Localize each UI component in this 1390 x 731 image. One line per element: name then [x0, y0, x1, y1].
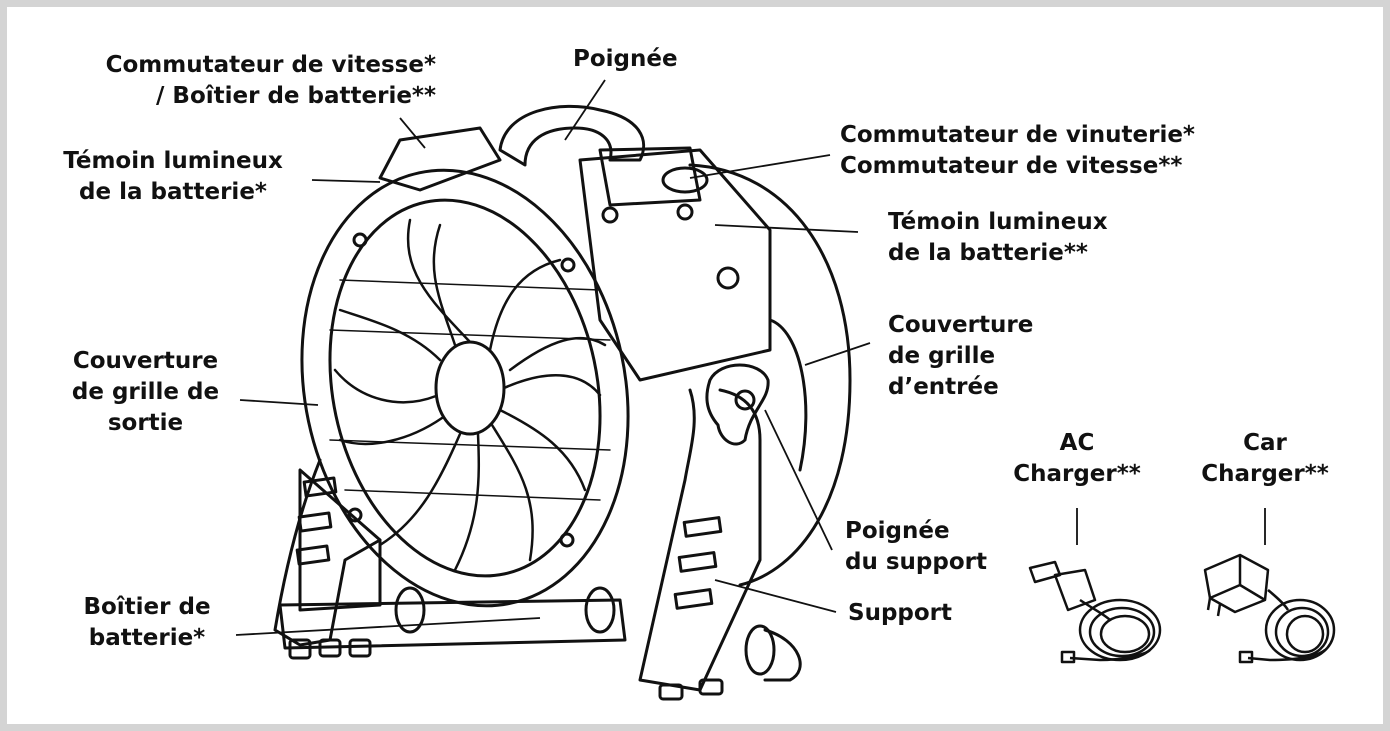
car-charger-icon	[1028, 560, 1162, 664]
label-line: / Boîtier de batterie**	[156, 83, 436, 109]
label-battery-indicator-left: Témoin lumineux de la batterie*	[48, 146, 298, 208]
label-line: Charger**	[1201, 461, 1329, 487]
front-ring-inner	[328, 198, 602, 578]
label-battery-indicator-right: Témoin lumineux de la batterie**	[888, 207, 1108, 269]
label-line: Poignée	[845, 518, 950, 544]
label-line: Commutateur de vitesse**	[840, 153, 1183, 179]
housing-block	[578, 148, 772, 382]
label-line: d’entrée	[888, 374, 999, 400]
label-line: Commutateur de vinuterie*	[840, 122, 1195, 148]
label-line: de grille de	[71, 379, 220, 405]
leader-battery-box	[235, 617, 541, 636]
label-ac-charger: AC Charger**	[997, 428, 1157, 490]
label-line: Témoin lumineux	[63, 148, 283, 174]
label-car-charger: Car Charger**	[1185, 428, 1345, 490]
leader-battery-indicator-right	[714, 224, 859, 233]
label-line: de la batterie**	[888, 240, 1088, 266]
label-line: Couverture	[72, 348, 219, 374]
label-outlet-grille: Couverture de grille de sortie	[58, 346, 233, 439]
leader-stand-handle	[764, 409, 833, 551]
label-line: Témoin lumineux	[888, 209, 1108, 235]
label-line: du support	[845, 549, 987, 575]
ac-adapter-icon	[1203, 553, 1336, 664]
stand-knob	[705, 363, 770, 446]
leader-handle	[564, 79, 606, 141]
leader-speed-switch	[399, 117, 426, 149]
label-line: Charger**	[1013, 461, 1141, 487]
battery-box-top	[378, 126, 502, 192]
label-line: de grille	[888, 343, 996, 369]
label-stand-handle: Poignée du support	[845, 516, 987, 578]
label-mist-switch: Commutateur de vinuterie* Commutateur de…	[840, 120, 1195, 182]
label-battery-box-bottom: Boîtier de batterie*	[62, 592, 232, 654]
leader-battery-indicator-left	[311, 179, 381, 183]
front-ring-outer	[300, 168, 630, 608]
fan-hub	[434, 340, 506, 436]
leader-stand	[714, 579, 837, 613]
label-line: Couverture	[888, 312, 1034, 338]
inlet-shroud	[688, 163, 852, 587]
label-line: sortie	[107, 410, 184, 436]
label-stand: Support	[848, 600, 953, 626]
stand	[638, 388, 762, 692]
label-speed-switch-left: Commutateur de vitesse* / Boîtier de bat…	[66, 50, 436, 112]
label-line: de la batterie*	[79, 179, 267, 205]
label-handle: Poignée	[573, 46, 678, 72]
leader-mist-switch	[689, 154, 831, 179]
base-bar	[278, 598, 627, 650]
label-line: batterie*	[88, 625, 206, 651]
label-line: Commutateur de vitesse*	[105, 52, 436, 78]
leader-outlet-grille	[239, 399, 319, 406]
label-inlet-grille: Couverture de grille d’entrée	[888, 310, 1033, 403]
label-line: AC	[1059, 430, 1095, 456]
leader-inlet-grille	[804, 342, 871, 366]
label-line: Car	[1243, 430, 1287, 456]
label-line: Boîtier de	[83, 594, 211, 620]
handle-part	[498, 104, 646, 167]
